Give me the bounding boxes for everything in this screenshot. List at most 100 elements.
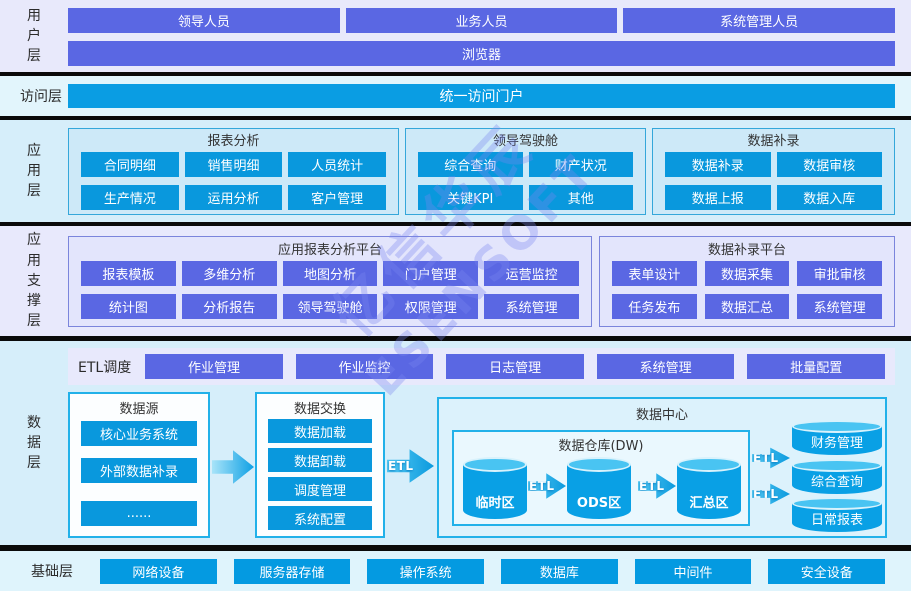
app-item[interactable]: 数据补录 (665, 152, 771, 177)
exchange-item[interactable]: 数据加载 (268, 419, 372, 443)
flow-arrow (212, 450, 254, 484)
data-source-box: 数据源 核心业务系统 外部数据补录 ...... (68, 392, 210, 538)
support-item[interactable]: 地图分析 (282, 261, 378, 286)
etl-arrow-label: ETL (388, 459, 414, 473)
support-item[interactable]: 门户管理 (383, 261, 479, 286)
separator (0, 116, 911, 120)
group-title: 数据仓库(DW) (558, 439, 644, 454)
app-item[interactable]: 其他 (528, 185, 633, 210)
data-exchange-box: 数据交换 数据加载 数据卸载 调度管理 系统配置 (255, 392, 385, 538)
app-item[interactable]: 人员统计 (288, 152, 386, 177)
group-title: 数据中心 (635, 408, 688, 423)
support-item[interactable]: 运营监控 (484, 261, 579, 286)
exchange-item[interactable]: 调度管理 (268, 477, 372, 501)
app-item[interactable]: 运用分析 (184, 185, 283, 210)
app-item[interactable]: 数据上报 (665, 185, 771, 210)
etl-item[interactable]: 作业管理 (145, 354, 283, 379)
cylinder-top (567, 457, 631, 472)
cylinder-top (792, 459, 882, 472)
user-role-business[interactable]: 业务人员 (345, 8, 618, 33)
app-item[interactable]: 财产状况 (528, 152, 633, 177)
report-analysis-group: 报表分析 合同明细 销售明细 人员统计 生产情况 运用分析 客户管理 (68, 128, 399, 215)
etl-schedule-label: ETL调度 (78, 359, 132, 376)
finance-output-cylinder[interactable]: 财务管理 (792, 420, 882, 455)
cylinder-label: ODS区 (567, 464, 631, 519)
separator (0, 336, 911, 341)
group-title: 数据源 (119, 402, 159, 417)
app-item[interactable]: 关键KPI (418, 185, 523, 210)
user-layer-label: 用户层 (26, 7, 41, 65)
base-item[interactable]: 网络设备 (100, 559, 217, 584)
group-title: 应用报表分析平台 (277, 243, 382, 258)
daily-report-output-cylinder[interactable]: 日常报表 (792, 497, 882, 532)
base-item[interactable]: 服务器存储 (233, 559, 351, 584)
app-item[interactable]: 综合查询 (418, 152, 523, 177)
source-item[interactable]: 核心业务系统 (81, 421, 197, 446)
support-item[interactable]: 分析报告 (181, 294, 277, 319)
query-output-cylinder[interactable]: 综合查询 (792, 459, 882, 494)
cylinder-label: 汇总区 (677, 464, 741, 519)
support-item[interactable]: 多维分析 (181, 261, 277, 286)
base-item[interactable]: 数据库 (501, 559, 618, 584)
group-title: 数据交换 (293, 402, 346, 417)
temp-zone-cylinder[interactable]: 临时区 (463, 457, 527, 519)
summary-zone-cylinder[interactable]: 汇总区 (677, 457, 741, 519)
unified-portal-bar[interactable]: 统一访问门户 (68, 84, 895, 108)
separator (0, 222, 911, 226)
user-role-sysadmin[interactable]: 系统管理人员 (623, 8, 896, 33)
etl-arrow-label: ETL (639, 479, 665, 493)
support-item[interactable]: 数据采集 (704, 261, 790, 286)
base-item[interactable]: 操作系统 (367, 559, 485, 584)
etl-arrow: ETL (752, 483, 790, 505)
support-item[interactable]: 统计图 (81, 294, 176, 319)
support-layer-band: 应用支撑层 应用报表分析平台 报表模板 多维分析 地图分析 门户管理 运营监控 … (0, 226, 911, 336)
browser-bar[interactable]: 浏览器 (68, 41, 895, 66)
support-item[interactable]: 数据汇总 (704, 294, 790, 319)
app-layer-label: 应用层 (26, 142, 41, 200)
support-item[interactable]: 表单设计 (612, 261, 697, 286)
ods-zone-cylinder[interactable]: ODS区 (567, 457, 631, 519)
support-item[interactable]: 系统管理 (484, 294, 579, 319)
etl-arrow: ETL (387, 449, 434, 483)
group-title: 数据补录平台 (707, 243, 786, 258)
app-item[interactable]: 数据审核 (776, 152, 882, 177)
data-layer-band: 数据层 ETL调度 作业管理 作业监控 日志管理 系统管理 批量配置 数据源 核… (0, 341, 911, 545)
support-item[interactable]: 权限管理 (383, 294, 479, 319)
app-item[interactable]: 客户管理 (288, 185, 386, 210)
app-item[interactable]: 合同明细 (81, 152, 179, 177)
exchange-item[interactable]: 数据卸载 (268, 448, 372, 472)
etl-item[interactable]: 作业监控 (295, 354, 434, 379)
etl-item[interactable]: 日志管理 (446, 354, 584, 379)
support-item[interactable]: 系统管理 (797, 294, 882, 319)
app-item[interactable]: 生产情况 (81, 185, 179, 210)
support-item[interactable]: 领导驾驶舱 (282, 294, 378, 319)
data-layer-label: 数据层 (26, 414, 41, 472)
support-item[interactable]: 任务发布 (612, 294, 697, 319)
exchange-item[interactable]: 系统配置 (268, 506, 372, 530)
support-item[interactable]: 报表模板 (81, 261, 176, 286)
etl-arrow: ETL (638, 473, 676, 499)
access-layer-band: 访问层 统一访问门户 (0, 76, 911, 116)
user-layer-band: 用户层 领导人员 业务人员 系统管理人员 浏览器 (0, 0, 911, 72)
group-title: 领导驾驶舱 (492, 134, 558, 149)
etl-arrow: ETL (528, 473, 566, 499)
user-role-leaders[interactable]: 领导人员 (68, 8, 340, 33)
supplement-platform-group: 数据补录平台 表单设计 数据采集 审批审核 任务发布 数据汇总 系统管理 (599, 236, 895, 327)
source-item[interactable]: 外部数据补录 (81, 458, 197, 483)
etl-item[interactable]: 系统管理 (596, 354, 735, 379)
separator (0, 545, 911, 551)
group-title: 数据补录 (747, 134, 800, 149)
support-layer-label: 应用支撑层 (26, 232, 41, 330)
cylinder-top (677, 457, 741, 472)
base-item[interactable]: 安全设备 (768, 559, 886, 584)
etl-item[interactable]: 批量配置 (747, 354, 886, 379)
base-item[interactable]: 中间件 (634, 559, 752, 584)
app-item[interactable]: 数据入库 (776, 185, 882, 210)
source-item[interactable]: ...... (81, 501, 197, 526)
app-item[interactable]: 销售明细 (184, 152, 283, 177)
access-layer-label: 访问层 (20, 89, 62, 105)
etl-arrow: ETL (752, 447, 790, 469)
support-item[interactable]: 审批审核 (797, 261, 882, 286)
cylinder-label: 临时区 (463, 464, 527, 519)
